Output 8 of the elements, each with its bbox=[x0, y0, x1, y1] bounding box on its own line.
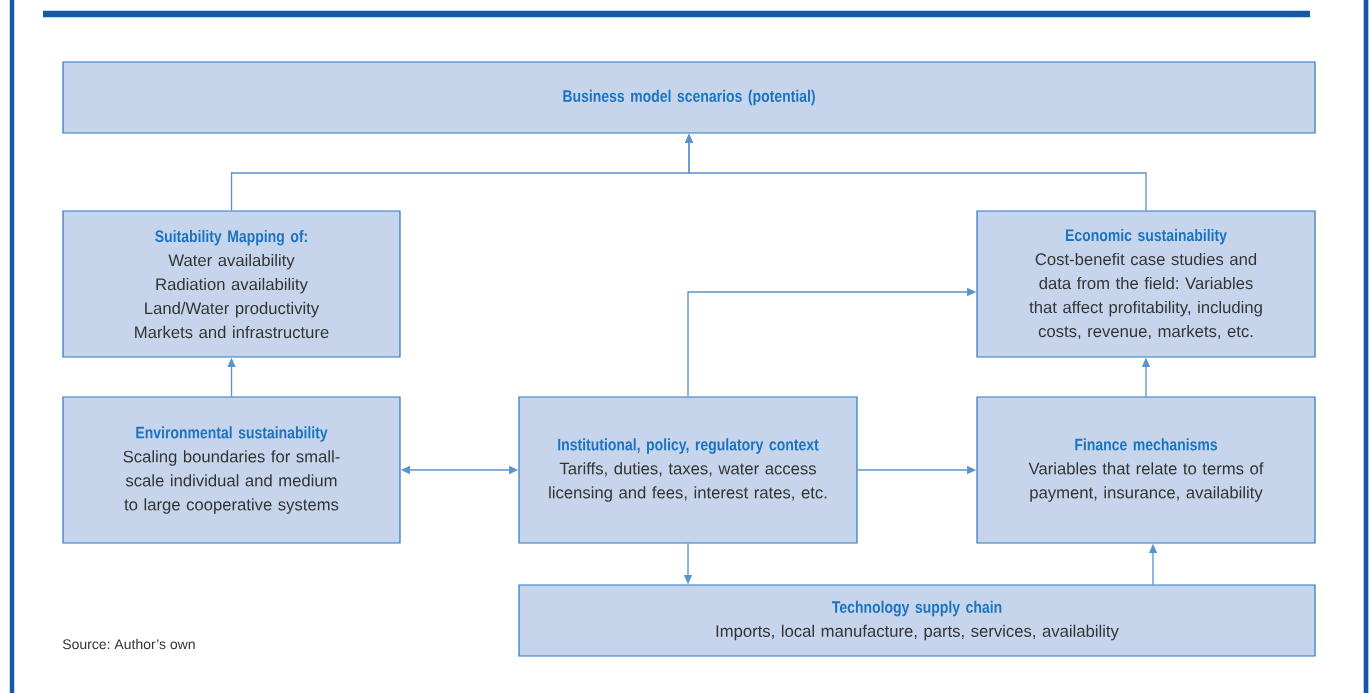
process-box: Environmental sustainability Scaling boundaries for small-scale individual and medium to large cooperative systems bbox=[62, 396, 401, 544]
process-box: Institutional, policy, regulatory context Tariffs, duties, taxes, water access licensing and fees, interest rates, etc. bbox=[518, 396, 858, 544]
process-box: Business model scenarios (potential) bbox=[62, 61, 1316, 134]
process-box: Economic sustainability Cost-benefit case studies and data from the field: Variables that affect profitability, including costs, revenue, markets, etc. bbox=[976, 210, 1316, 358]
source-note: Source: Author’s own bbox=[62, 638, 195, 650]
process-box: Finance mechanisms Variables that relate to terms of payment, insurance, availability bbox=[976, 396, 1316, 544]
process-box: Suitability Mapping of: Water availability Radiation availability Land/Water productivity Markets and infrastructure bbox=[62, 210, 401, 358]
process-box: Technology supply chain Imports, local manufacture, parts, services, availability bbox=[518, 584, 1316, 657]
